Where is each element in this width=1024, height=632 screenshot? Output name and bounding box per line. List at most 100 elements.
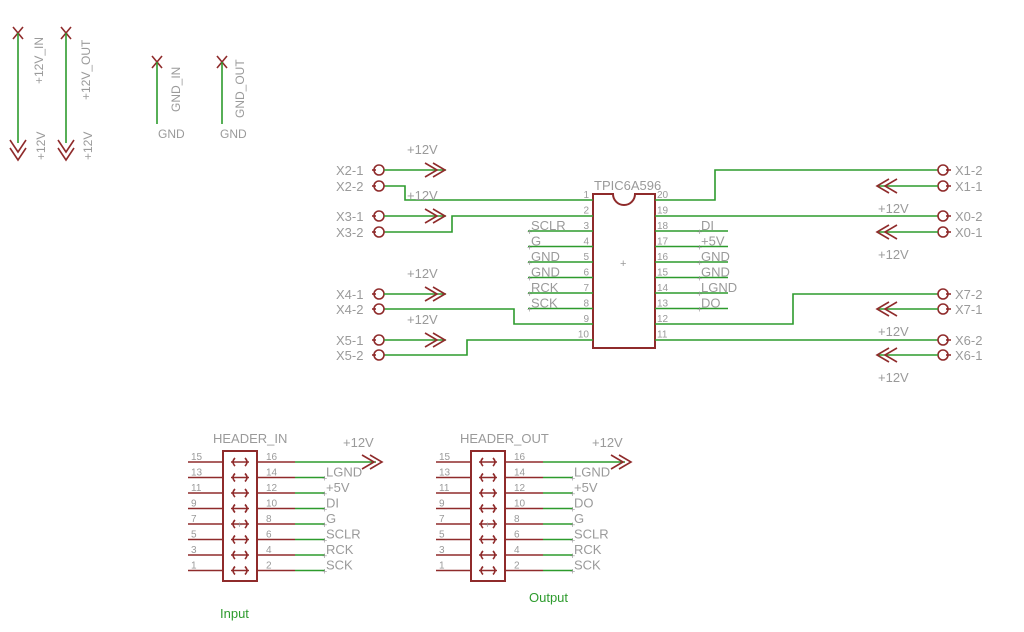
ic-pin-number: 3 [583, 221, 589, 232]
header-pin-odd: 15 [191, 452, 203, 463]
net-origin-mark: + [570, 567, 575, 577]
supply-12v-in: +12V_IN +12V [9, 26, 48, 162]
right-connectors: X1-2X1-1+12VX0-2X0-1+12VX7-2X7-1+12VX6-2… [875, 163, 982, 385]
ic-pin-number: 14 [657, 283, 669, 294]
header-pin-even: 12 [514, 483, 526, 494]
header-pin-odd: 13 [191, 468, 203, 479]
ic-pin-number: 8 [583, 299, 589, 310]
ic-pin-number: 17 [657, 237, 669, 248]
header-pin-odd: 3 [191, 545, 197, 556]
header-pin-even: 14 [514, 468, 526, 479]
ic-pin-number: 7 [583, 283, 589, 294]
net-origin-mark: + [697, 274, 702, 284]
connector-x6-1: X6-1+12V [875, 347, 982, 385]
supply-arrow-icon [875, 178, 898, 194]
ic-pin-number: 13 [657, 299, 669, 310]
ic-pin-number: 16 [657, 252, 669, 263]
supply-gnd-in: GND_IN GND [151, 55, 185, 141]
header-pin-odd: 5 [439, 530, 445, 541]
ic-right-pins: 201918+DI17++5V16+GND15+GND14+LGND13+DO1… [655, 190, 737, 341]
ic-pin-11: 11 [657, 330, 668, 341]
connector-x4-1: X4-1+12V [336, 266, 447, 302]
header-pin-odd: 1 [439, 561, 445, 572]
net-origin-mark: + [322, 551, 327, 561]
header-net: RCK [326, 542, 354, 557]
supply-arrow-icon [875, 347, 898, 363]
ic-pin-number: 2 [583, 206, 589, 217]
ic-pin-number: 6 [583, 268, 589, 279]
ic-body [592, 193, 656, 349]
header-pin-odd: 9 [191, 499, 197, 510]
header-pin-even: 2 [266, 561, 272, 572]
net-origin-mark: + [697, 289, 702, 299]
ic-pin-number: 12 [657, 314, 669, 325]
connector-label: X3-1 [336, 209, 363, 224]
supply-arrow-icon [424, 162, 447, 178]
ic-pin-net: SCLR [531, 218, 566, 233]
header-net: SCK [574, 558, 601, 573]
ic-pin-13: 13+DO [655, 296, 728, 315]
header-pin-odd: 11 [191, 483, 202, 494]
supply-arrow-icon [424, 286, 447, 302]
header-pin-even: 14 [266, 468, 278, 479]
ic-pin-net: GND [531, 265, 560, 280]
connector-label: X6-2 [955, 333, 982, 348]
net-origin-mark: + [570, 489, 575, 499]
connector-x0-2: X0-2 [937, 209, 982, 224]
header-pin-even: 16 [266, 452, 278, 463]
ic-pin-1: 1 [583, 190, 589, 201]
net-origin-mark: + [570, 520, 575, 530]
net-origin-mark: + [697, 305, 702, 315]
header-net: SCLR [326, 527, 361, 542]
header-pin-even: 10 [514, 499, 526, 510]
net-origin-mark: + [570, 474, 575, 484]
connector-label: X0-1 [955, 225, 982, 240]
header-net: LGND [574, 465, 610, 480]
ic-pin-net: DI [701, 218, 714, 233]
connector-label: X7-1 [955, 302, 982, 317]
header-pin-even: 6 [514, 530, 520, 541]
header-pin-odd: 3 [439, 545, 445, 556]
label-gnd-out: GND_OUT [233, 59, 247, 118]
net-origin-mark: + [570, 551, 575, 561]
ic-wires [384, 169, 938, 356]
supply-arrow-icon [424, 332, 447, 348]
label-gnd-in-net: GND [158, 127, 185, 141]
ic-pin-9: 9 [583, 314, 589, 325]
net-origin-mark: + [527, 289, 532, 299]
connector-label: X4-2 [336, 302, 363, 317]
ic-pin-net: LGND [701, 280, 737, 295]
supply-12v-label: +12V [407, 142, 438, 157]
ic-pin-14: 14 +LGND [655, 280, 737, 299]
header-row: 7+8+G [188, 511, 336, 530]
header-pin-even: 4 [266, 545, 272, 556]
ic-pin-number: 9 [583, 314, 589, 325]
ic-pin-net: G [531, 234, 541, 249]
net-origin-mark: + [527, 243, 532, 253]
ic-pin-number: 10 [578, 330, 590, 341]
ic-pin-number: 20 [657, 190, 669, 201]
label-gnd-in: GND_IN [169, 67, 183, 112]
ic-pin-3: 3+SCLR [527, 218, 593, 237]
connector-x3-2: X3-2 [336, 225, 385, 240]
header-pin-even: 8 [514, 514, 520, 525]
ic-pin-17: 17++5V [655, 234, 728, 253]
ic-pin-number: 5 [583, 252, 589, 263]
ic-tpic6a596: TPIC6A596 + 123+SCLR4+G5+GND6+GND7+RCK8+… [527, 178, 737, 349]
supply-12v-label: +12V [878, 247, 909, 262]
connector-x4-2: X4-2 [336, 302, 385, 317]
ic-pin-5: 5+GND [527, 249, 593, 268]
label-12v-out-net: +12V [81, 132, 95, 160]
header-net: DI [326, 496, 339, 511]
connector-x5-2: X5-2 [336, 348, 385, 363]
